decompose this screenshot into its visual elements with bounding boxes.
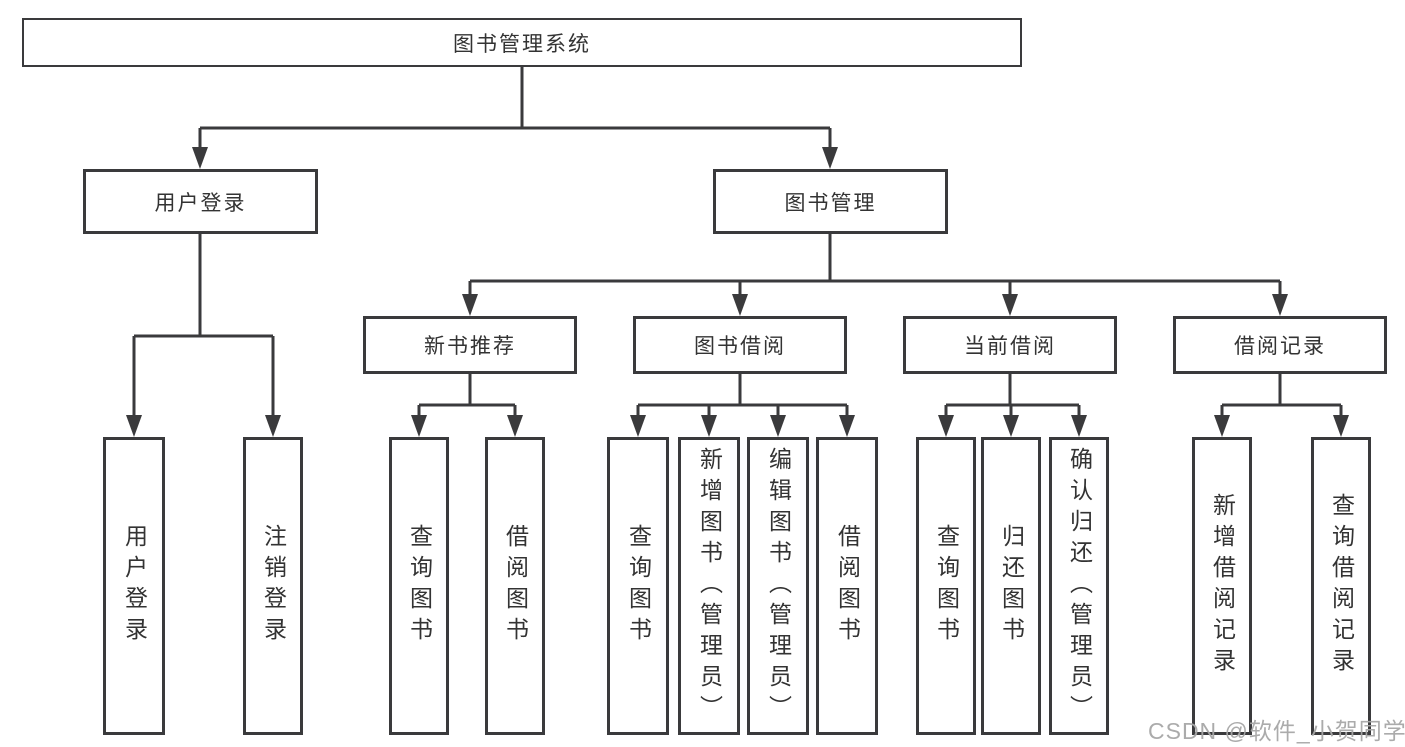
- leaf-query-books-recommend: 查询图书: [389, 437, 449, 735]
- csdn-watermark: CSDN @软件_小贺同学: [1148, 718, 1405, 744]
- node-book-management: 图书管理: [713, 169, 948, 234]
- leaf-user-login: 用户登录: [103, 437, 165, 735]
- edges-current-borrow: [938, 374, 1087, 437]
- edges-book-borrow: [630, 374, 855, 437]
- leaf-borrow-books: 借阅图书: [816, 437, 878, 735]
- leaf-query-borrow-record: 查询借阅记录: [1311, 437, 1371, 735]
- leaf-add-book-admin: 新增图书（管理员）: [678, 437, 740, 735]
- edges-user-login: [126, 234, 281, 437]
- edges-borrow-records: [1214, 374, 1349, 437]
- edges-book-management: [462, 234, 1288, 316]
- leaf-add-borrow-record: 新增借阅记录: [1192, 437, 1252, 735]
- leaf-query-books-current: 查询图书: [916, 437, 976, 735]
- node-current-borrow: 当前借阅: [903, 316, 1117, 374]
- leaf-borrow-books-recommend: 借阅图书: [485, 437, 545, 735]
- node-new-book-recommend: 新书推荐: [363, 316, 577, 374]
- node-root: 图书管理系统: [22, 18, 1022, 67]
- leaf-query-books-borrow: 查询图书: [607, 437, 669, 735]
- leaf-return-books: 归还图书: [981, 437, 1041, 735]
- edges-root: [192, 67, 838, 169]
- node-book-borrow: 图书借阅: [633, 316, 847, 374]
- node-borrow-records: 借阅记录: [1173, 316, 1387, 374]
- edges-new-book-recommend: [411, 374, 523, 437]
- leaf-edit-book-admin: 编辑图书（管理员）: [747, 437, 809, 735]
- node-user-login: 用户登录: [83, 169, 318, 234]
- leaf-logout: 注销登录: [243, 437, 303, 735]
- leaf-confirm-return-admin: 确认归还（管理员）: [1049, 437, 1109, 735]
